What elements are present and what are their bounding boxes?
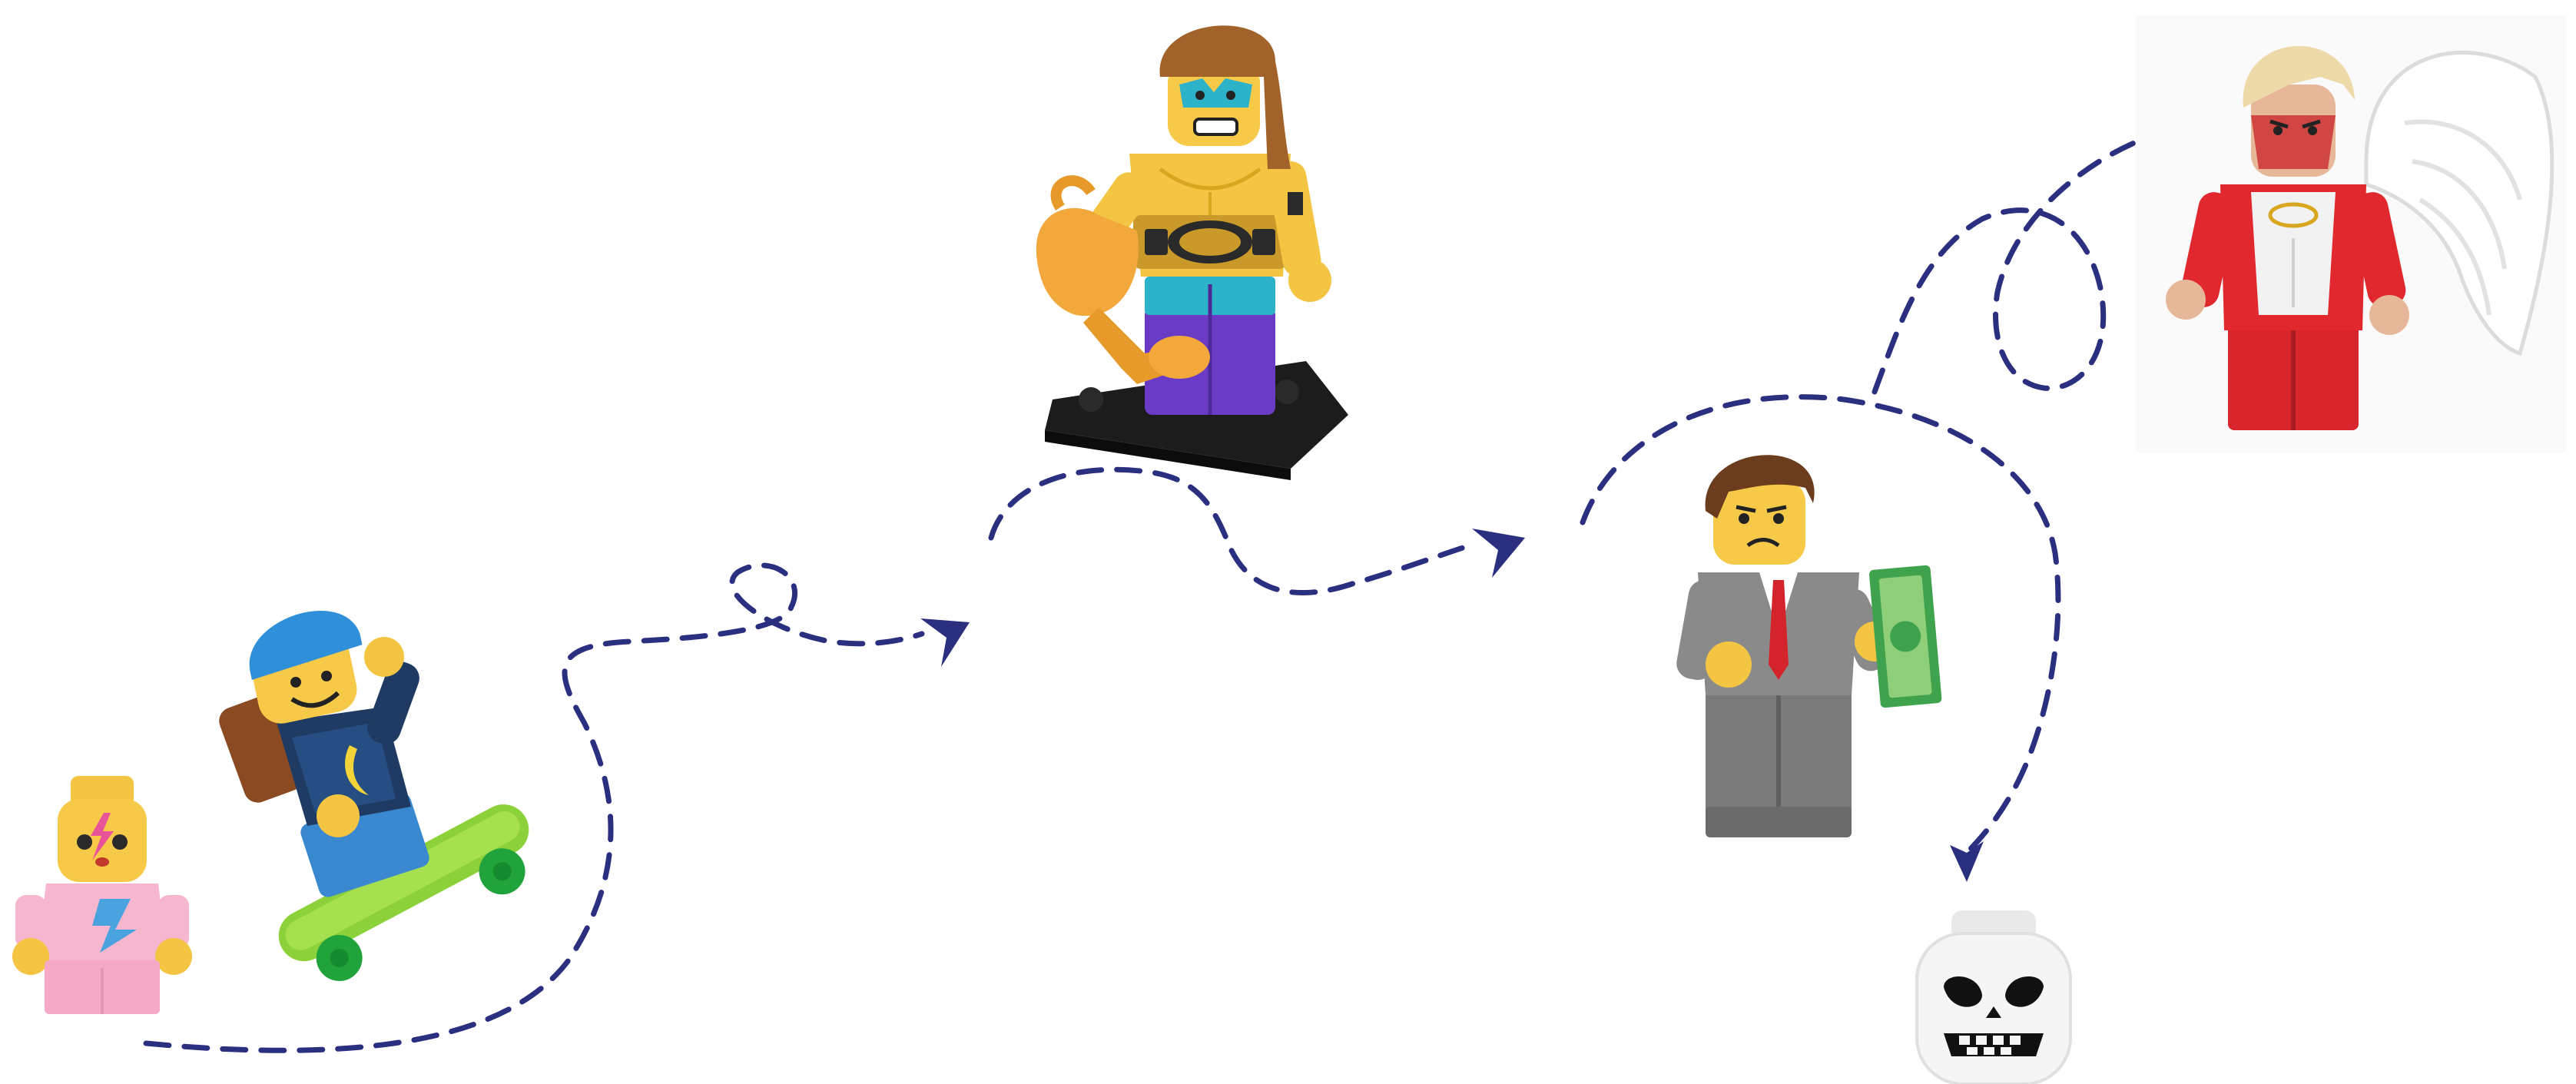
wrestler-champion-minifigure-icon (1036, 25, 1348, 480)
skateboard-kid-minifigure-icon (215, 602, 553, 1000)
arrow-icon (920, 618, 970, 667)
cash-icon (1868, 565, 1941, 708)
businessman-with-money-minifigure-icon (1674, 455, 1942, 837)
arrow-icon (1472, 529, 1525, 578)
skull-head-icon (1917, 910, 2070, 1084)
winged-angel-minifigure-icon (2136, 15, 2566, 453)
arrow-icon (1950, 841, 1984, 882)
path-segment-career (991, 469, 1475, 592)
baby-minifigure-icon (12, 776, 192, 1014)
